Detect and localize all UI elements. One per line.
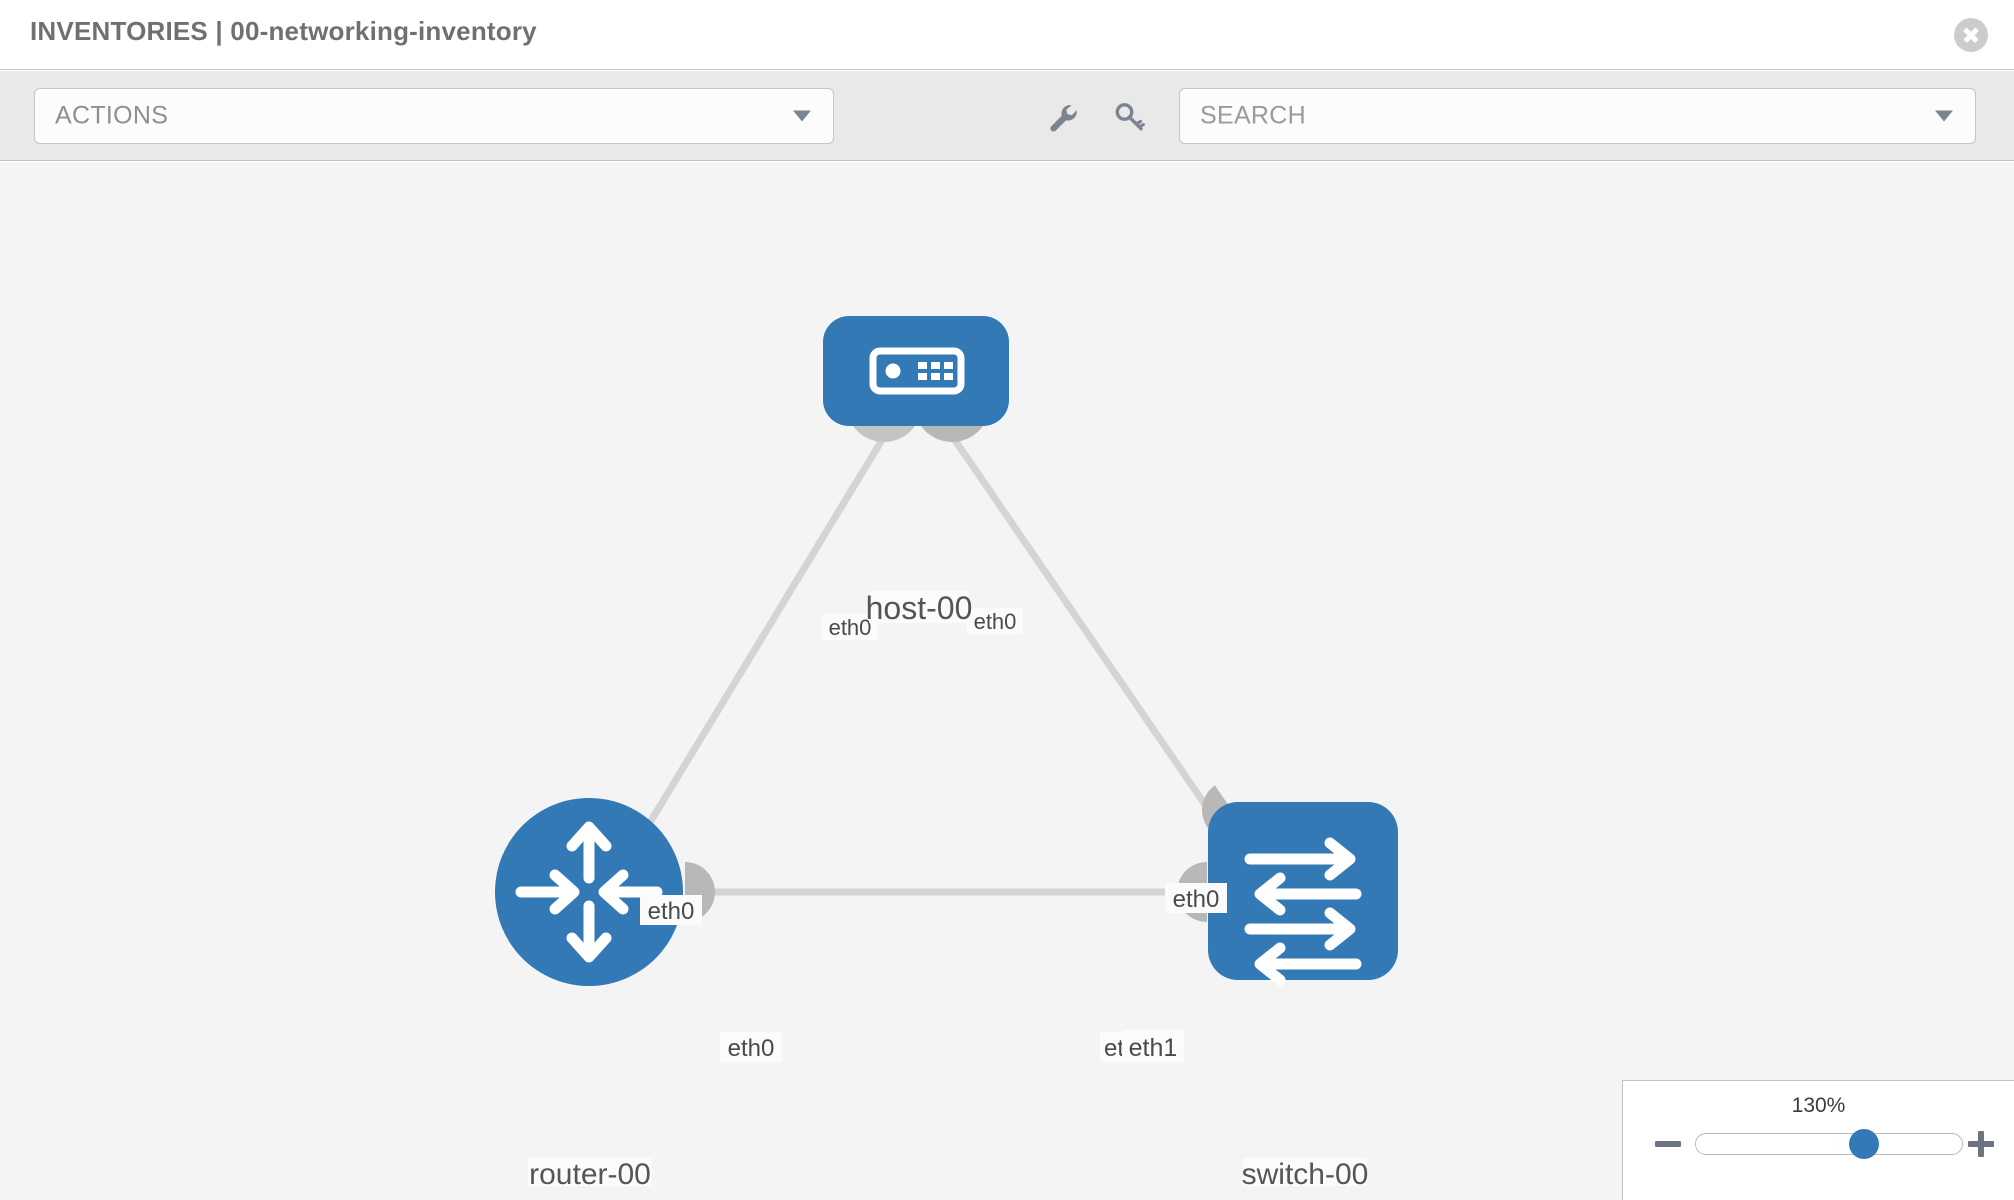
minus-icon: [1655, 1141, 1681, 1147]
zoom-slider-thumb[interactable]: [1849, 1129, 1879, 1159]
close-icon[interactable]: [1954, 18, 1988, 52]
link-host00-switch00[interactable]: [945, 428, 1235, 846]
zoom-in-button[interactable]: [1966, 1129, 1996, 1159]
topology-links: [640, 428, 1235, 896]
interface-labels: eth0 eth0 eth0 eth0 eth0 eth eth1: [640, 608, 1227, 1062]
zoom-out-button[interactable]: [1653, 1129, 1683, 1159]
page-title: INVENTORIES | 00-networking-inventory: [30, 16, 537, 46]
node-labels: host-00 router-00 switch-00: [528, 590, 1368, 1191]
node-router-00[interactable]: [495, 798, 683, 986]
iface-label-router00-eth0-uplink: eth0: [648, 898, 695, 925]
server-icon: [869, 347, 965, 395]
window-header: INVENTORIES | 00-networking-inventory: [0, 0, 2014, 70]
wrench-icon[interactable]: [1046, 101, 1080, 135]
zoom-control-panel: 130%: [1622, 1080, 2014, 1200]
toolbar: ACTIONS SEARCH: [0, 71, 2014, 161]
search-input[interactable]: SEARCH: [1179, 88, 1976, 144]
node-host-00-body[interactable]: [823, 316, 1009, 426]
iface-label-switch00-eth1: eth1: [1129, 1034, 1178, 1062]
actions-dropdown-label: ACTIONS: [55, 101, 169, 130]
node-host-00[interactable]: [823, 316, 1009, 426]
node-label-host-00: host-00: [866, 590, 973, 626]
node-label-switch-00: switch-00: [1242, 1158, 1369, 1191]
iface-label-host00-eth0-right: eth0: [974, 609, 1017, 634]
plus-icon-vertical: [1978, 1131, 1984, 1157]
node-router-00-body[interactable]: [495, 798, 683, 986]
link-host00-router00[interactable]: [640, 428, 891, 836]
node-label-router-00: router-00: [529, 1158, 651, 1191]
topology-canvas[interactable]: eth0 eth0 eth0 eth0 eth0 eth eth1: [0, 162, 2014, 1200]
node-switch-00[interactable]: [1208, 802, 1398, 986]
zoom-slider[interactable]: [1695, 1129, 1963, 1159]
search-input-placeholder: SEARCH: [1200, 101, 1306, 130]
iface-label-switch00-eth0-uplink: eth0: [1173, 886, 1220, 913]
chevron-down-icon[interactable]: [1935, 110, 1953, 122]
router-icon: [515, 821, 663, 963]
chevron-down-icon: [793, 110, 811, 122]
key-icon[interactable]: [1112, 101, 1146, 135]
zoom-level-label: 130%: [1791, 1094, 1846, 1117]
topology-graph: eth0 eth0 eth0 eth0 eth0 eth eth1: [495, 316, 1398, 1191]
actions-dropdown[interactable]: ACTIONS: [34, 88, 834, 144]
switch-icon: [1244, 837, 1362, 986]
iface-label-host00-eth0-left: eth0: [829, 615, 872, 640]
iface-label-router00-eth0: eth0: [728, 1035, 775, 1062]
